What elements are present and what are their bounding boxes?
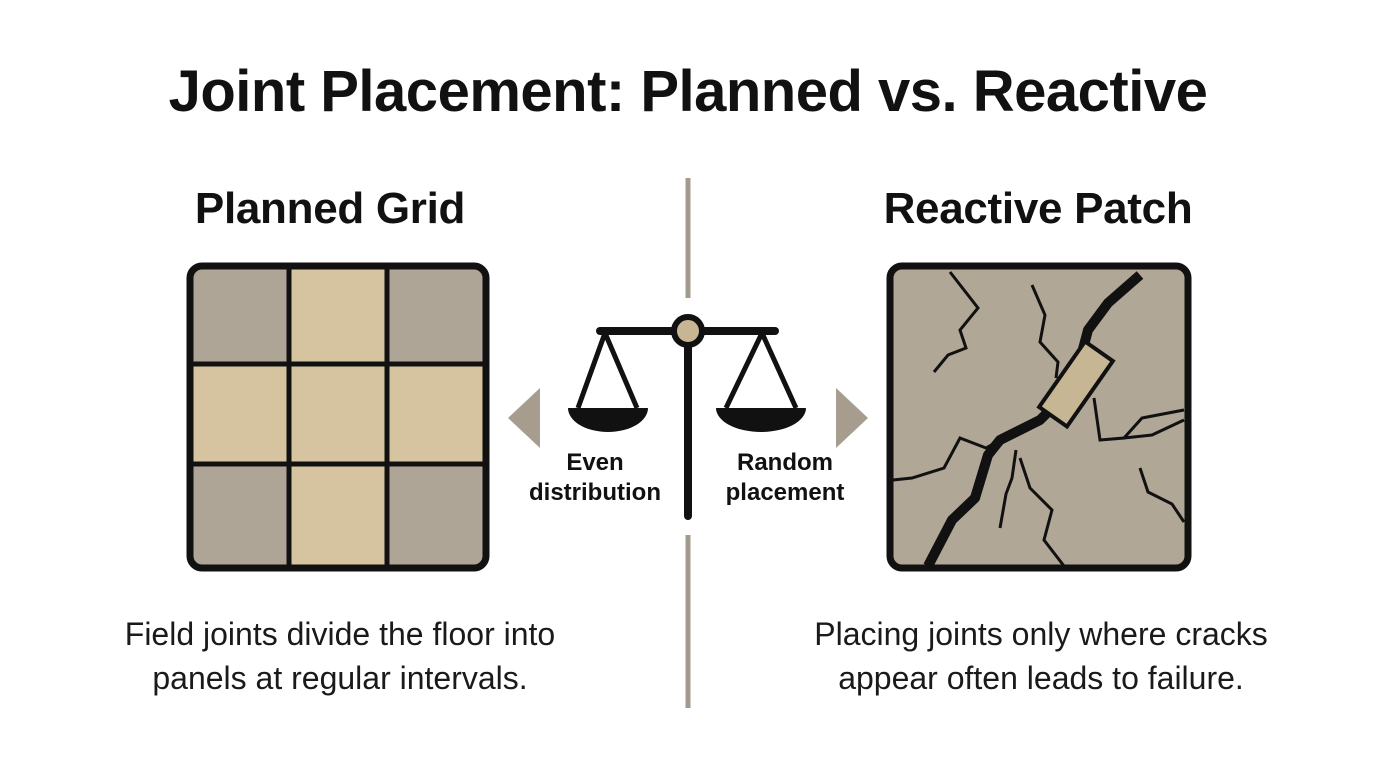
page-title: Joint Placement: Planned vs. Reactive [168, 59, 1208, 124]
patch-icon [1036, 338, 1116, 430]
balance-scale-icon [568, 314, 806, 520]
reactive-patch-caption: Placing joints only where cracks appear … [814, 616, 1268, 696]
random-placement-label: Random placement [725, 449, 845, 506]
planned-grid-heading: Planned Grid [194, 184, 466, 233]
planned-grid-caption: Field joints divide the floor into panel… [124, 616, 556, 696]
even-distribution-label: Even distribution [529, 449, 661, 506]
planned-grid-diagram [186, 262, 490, 572]
triangle-left-icon [508, 388, 540, 448]
reactive-patch-heading: Reactive Patch [883, 184, 1193, 233]
reactive-patch-diagram [886, 262, 1192, 572]
triangle-right-icon [836, 388, 868, 448]
